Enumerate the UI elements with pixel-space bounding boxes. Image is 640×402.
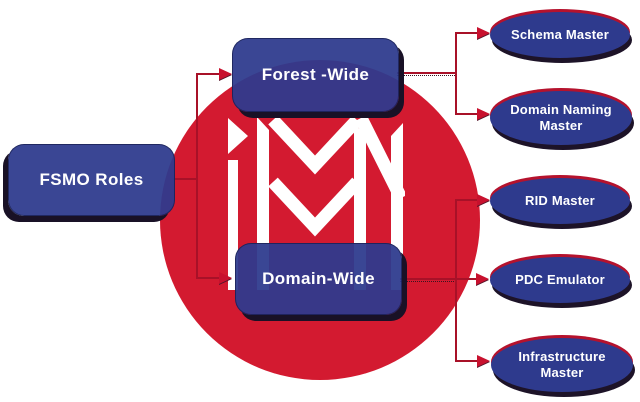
node-fsmo-roles-label: FSMO Roles xyxy=(39,170,144,189)
connector-to-rid-master xyxy=(455,199,479,201)
node-schema-master: Schema Master xyxy=(490,12,630,58)
node-domain-naming-master: Domain Naming Master xyxy=(490,91,632,145)
arrowhead-schema-master xyxy=(477,27,490,39)
node-fsmo-roles: FSMO Roles xyxy=(8,144,175,216)
connector-domain-out xyxy=(400,278,478,280)
connector-to-infrastructure-master xyxy=(455,360,479,362)
node-domain-wide: Domain-Wide xyxy=(235,243,402,315)
connector-to-schema-master xyxy=(455,32,479,34)
node-domain-wide-label: Domain-Wide xyxy=(262,269,375,288)
connector-domain-vertical xyxy=(455,199,457,362)
node-pdc-emulator-label: PDC Emulator xyxy=(515,271,605,287)
node-infrastructure-master: Infrastructure Master xyxy=(491,338,633,392)
arrowhead-domain-naming-master xyxy=(477,108,490,120)
connector-to-domain xyxy=(196,277,222,279)
connector-to-domain-naming-master xyxy=(455,113,479,115)
node-forest-wide: Forest -Wide xyxy=(232,38,399,112)
node-pdc-emulator: PDC Emulator xyxy=(490,257,630,303)
connector-forest-out xyxy=(397,72,457,74)
node-rid-master: RID Master xyxy=(490,178,630,224)
connector-fsmo-out xyxy=(173,178,197,180)
connector-forest-vertical xyxy=(455,32,457,115)
arrowhead-domain xyxy=(219,272,232,284)
connector-domain-out-dotted xyxy=(400,281,456,282)
connector-forest-out-dotted xyxy=(397,75,457,76)
node-forest-wide-label: Forest -Wide xyxy=(261,65,370,84)
node-domain-naming-master-label: Domain Naming Master xyxy=(510,101,612,133)
node-rid-master-label: RID Master xyxy=(525,192,595,208)
connector-to-forest xyxy=(196,73,222,75)
arrowhead-infrastructure-master xyxy=(477,355,490,367)
arrowhead-forest xyxy=(219,68,232,80)
node-schema-master-label: Schema Master xyxy=(511,26,609,42)
arrowhead-rid-master xyxy=(477,194,490,206)
node-infrastructure-master-label: Infrastructure Master xyxy=(518,348,606,380)
arrowhead-pdc-emulator xyxy=(476,273,489,285)
connector-left-vertical xyxy=(196,74,198,279)
